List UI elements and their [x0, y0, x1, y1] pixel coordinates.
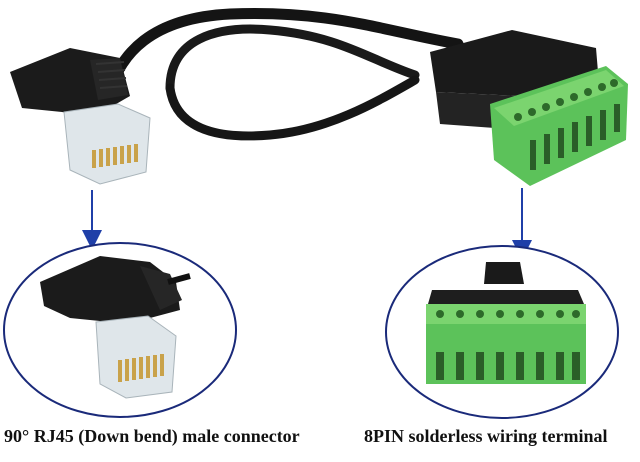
right-detail-terminal: [426, 262, 586, 384]
black-cable: [104, 8, 464, 98]
left-detail-plug: [40, 256, 191, 399]
green-terminal-block: [490, 66, 628, 186]
rj45-plug: [63, 103, 151, 185]
rj45-boot: [10, 48, 130, 118]
right-caption: 8PIN solderless wiring terminal: [364, 426, 608, 446]
left-caption: 90° RJ45 (Down bend) male connector: [4, 426, 300, 446]
